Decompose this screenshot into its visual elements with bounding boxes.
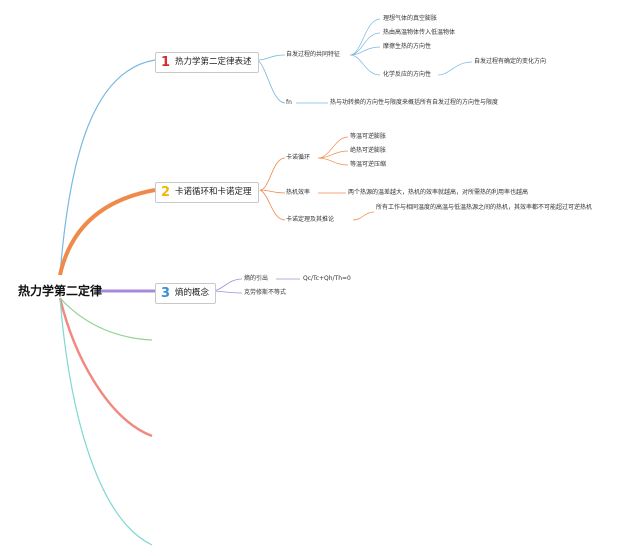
- branch-2-label: 卡诺循环和卡诺定理: [175, 187, 252, 198]
- topic-friction-heat[interactable]: 摩擦生热的方向性: [383, 43, 432, 50]
- topic-clausius-inequality[interactable]: 克劳修斯不等式: [244, 289, 287, 296]
- branch-2-topic[interactable]: 2 卡诺循环和卡诺定理: [155, 182, 259, 203]
- topic-entropy-origin[interactable]: 熵的引出: [244, 275, 269, 282]
- connector-b1-to-fn: [257, 59, 286, 104]
- topic-efficiency-statement[interactable]: 两个热源的温差越大，热机的效率就越高，对所需热的利用率也越高: [348, 189, 529, 196]
- connector-cycle-leaves: [317, 136, 349, 166]
- connector-b3-to-entropy: [211, 278, 243, 292]
- topic-vacuum-expansion[interactable]: 理想气体的真空膨胀: [383, 15, 438, 22]
- topic-spontaneous-direction[interactable]: 自发过程有确定的变化方向: [474, 58, 547, 65]
- topic-isothermal-expansion[interactable]: 等温可逆膨胀: [350, 133, 387, 140]
- branch-3-number: 3: [161, 286, 171, 301]
- topic-adiabatic-expansion[interactable]: 绝热可逆膨胀: [350, 147, 387, 154]
- topic-heat-transfer[interactable]: 热由高温物体传入低温物体: [383, 29, 456, 36]
- topic-heat-work-direction[interactable]: 热与功转换的方向性与限度来概括所有自发过程的方向性与限度: [330, 99, 499, 106]
- connector-theorem-leaf: [352, 211, 375, 221]
- topic-reaction-direction[interactable]: 化学反应的方向性: [383, 71, 432, 78]
- branch-1-label: 热力学第二定律表述: [175, 57, 252, 68]
- topic-theorem-statement[interactable]: 所有工作与相同温度的高温与低温热源之间的热机，其效率都不可能超过可逆热机: [376, 204, 593, 211]
- topic-entropy-equation[interactable]: Qc/Tc+Qh/Th=0: [303, 275, 351, 282]
- connector-empty-green: [59, 297, 153, 341]
- branch-3-topic[interactable]: 3 熵的概念: [155, 283, 217, 304]
- connector-b1-to-feature: [257, 54, 286, 61]
- topic-common-features[interactable]: 自发过程的共同特征: [286, 51, 341, 58]
- connector-reaction-leaf: [437, 61, 473, 76]
- topic-fn[interactable]: fn: [286, 99, 292, 106]
- connector-b2-to-cycle: [259, 157, 286, 191]
- connector-branch-2: [58, 188, 156, 276]
- branch-2-number: 2: [161, 185, 171, 200]
- connector-empty-teal: [59, 297, 153, 546]
- connector-b3-to-clausius: [211, 290, 243, 294]
- root-topic[interactable]: 热力学第二定律: [18, 284, 103, 298]
- topic-carnot-cycle[interactable]: 卡诺循环: [286, 154, 311, 161]
- connector-feature-leaves: [349, 18, 381, 76]
- topic-engine-efficiency[interactable]: 热机效率: [286, 189, 311, 196]
- branch-1-topic[interactable]: 1 热力学第二定律表述: [155, 52, 259, 73]
- connector-branch-1: [59, 59, 156, 276]
- topic-carnot-theorem[interactable]: 卡诺定理及其推论: [286, 216, 335, 223]
- connector-empty-red: [58, 297, 153, 438]
- branch-1-number: 1: [161, 55, 171, 70]
- topic-isothermal-compression[interactable]: 等温可逆压缩: [350, 161, 387, 168]
- branch-3-label: 熵的概念: [175, 288, 210, 299]
- connector-b2-to-efficiency: [259, 189, 286, 194]
- connector-b2-to-theorem: [259, 189, 286, 221]
